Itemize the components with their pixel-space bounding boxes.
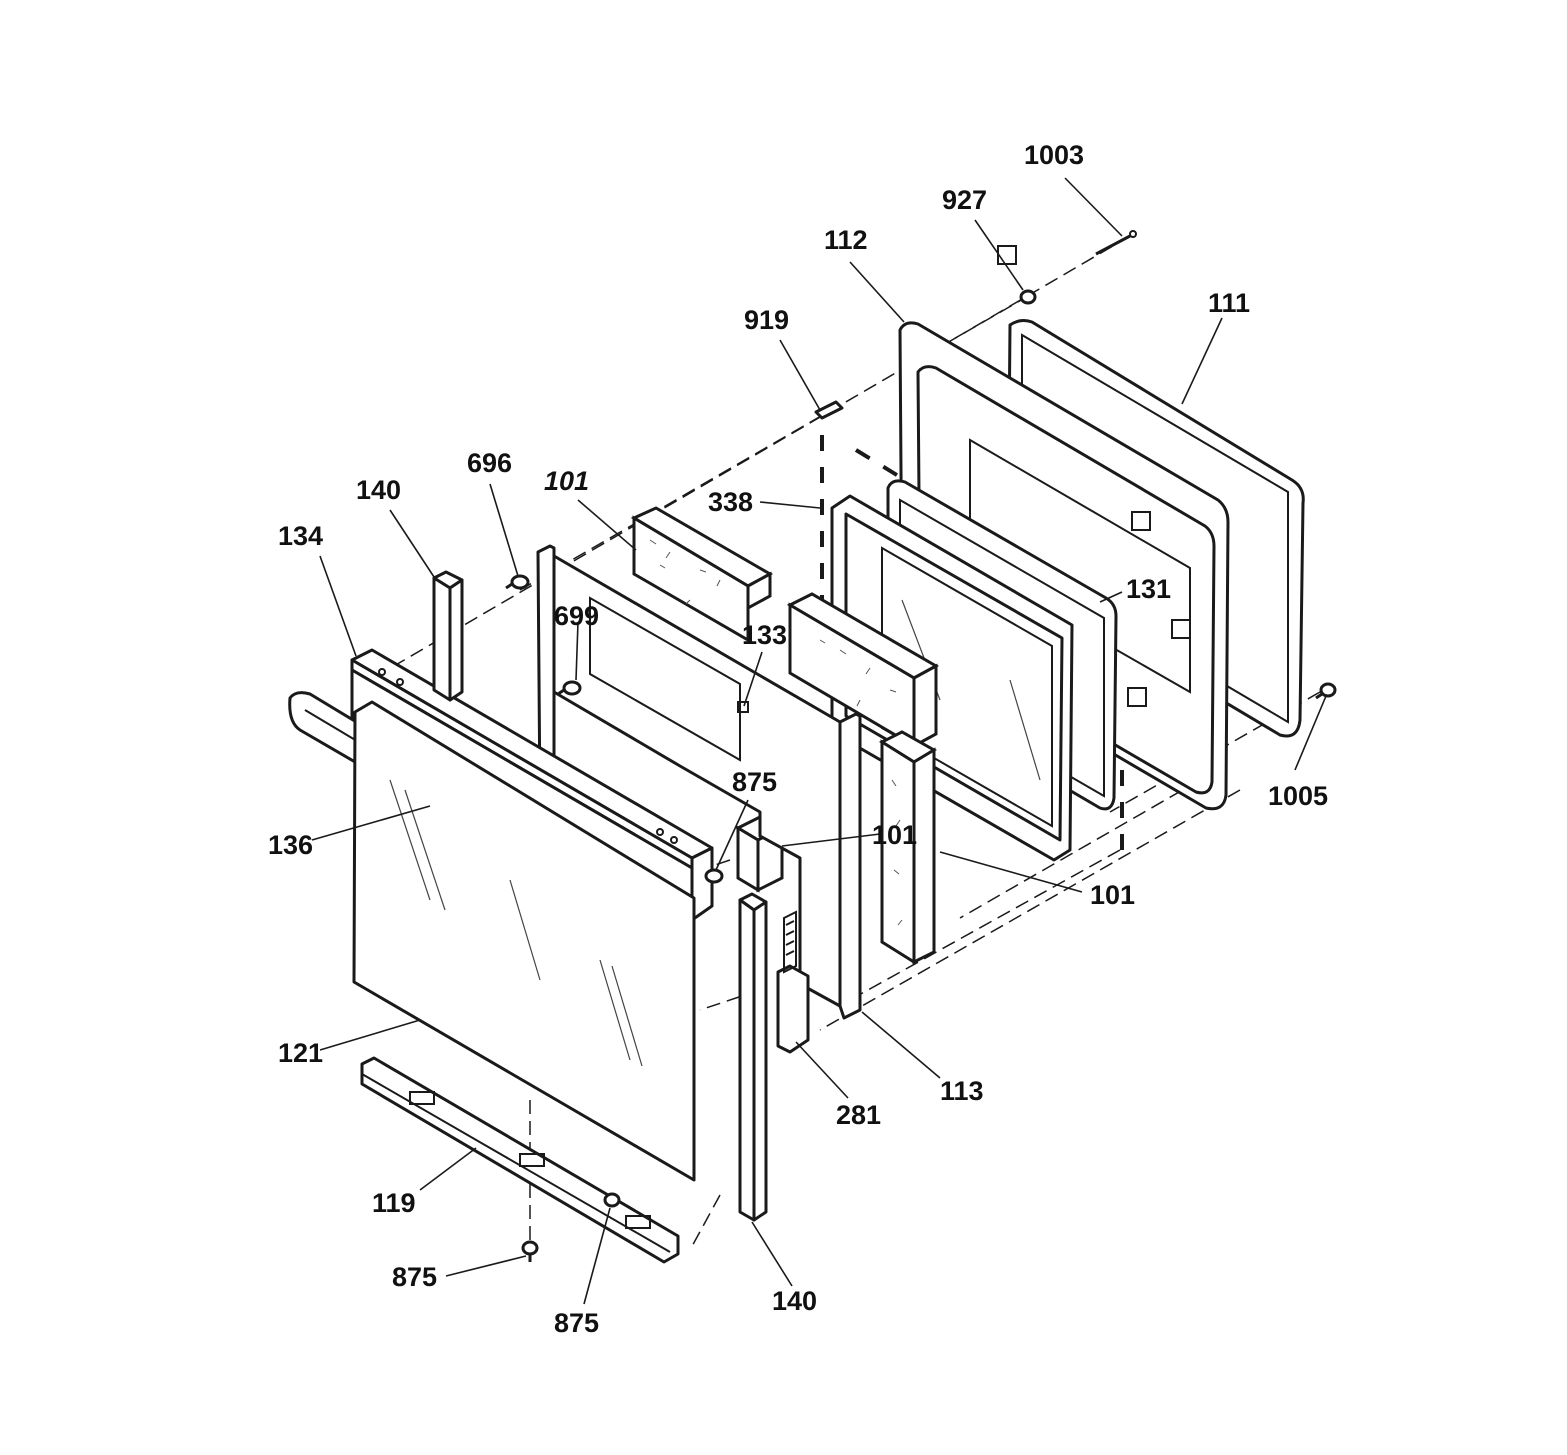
callout-119: 119 bbox=[372, 1188, 416, 1218]
callout-101-right: 101 bbox=[1090, 880, 1135, 910]
callout-1003: 1003 bbox=[1024, 140, 1084, 170]
screw-1005 bbox=[1315, 682, 1337, 700]
screw-696 bbox=[505, 574, 530, 590]
callout-875-center: 875 bbox=[732, 767, 777, 797]
callout-111: 111 bbox=[1208, 288, 1250, 318]
callout-134: 134 bbox=[278, 521, 323, 551]
callout-133: 133 bbox=[742, 620, 787, 650]
screw-699 bbox=[557, 680, 582, 696]
callout-919: 919 bbox=[744, 305, 789, 335]
insulation-101-right bbox=[878, 730, 937, 965]
callout-101-center: 101 bbox=[872, 820, 917, 850]
outer-glass-121 bbox=[352, 700, 696, 1182]
callout-140-bottom: 140 bbox=[772, 1286, 817, 1316]
callout-labels: 1003 927 112 111 919 696 101 140 338 134… bbox=[268, 140, 1328, 1338]
callout-140-top: 140 bbox=[356, 475, 401, 505]
callout-112: 112 bbox=[824, 225, 868, 255]
callout-131: 131 bbox=[1126, 574, 1171, 604]
screw-875-bottom-right bbox=[603, 1192, 621, 1208]
callout-875-bottom-left: 875 bbox=[392, 1262, 437, 1292]
callout-875-bottom-right: 875 bbox=[554, 1308, 599, 1338]
side-trim-140-right bbox=[738, 892, 768, 1222]
callout-1005: 1005 bbox=[1268, 781, 1328, 811]
screw-875-center bbox=[704, 868, 724, 884]
washer-927 bbox=[1019, 289, 1037, 305]
callout-696: 696 bbox=[467, 448, 512, 478]
callout-338: 338 bbox=[708, 487, 753, 517]
bottom-trim-119 bbox=[360, 1056, 680, 1264]
insulation-101-side-top bbox=[786, 592, 940, 749]
callout-927: 927 bbox=[942, 185, 987, 215]
door-inner-panel-113 bbox=[479, 544, 862, 1020]
callout-113: 113 bbox=[940, 1076, 984, 1106]
clip-133 bbox=[737, 701, 749, 713]
insulation-101-top bbox=[630, 506, 774, 643]
callout-699: 699 bbox=[554, 601, 599, 631]
screw-875-bottom-left bbox=[521, 1240, 539, 1262]
side-trim-140-left bbox=[432, 570, 464, 702]
hinge-281 bbox=[776, 910, 810, 1054]
callout-281: 281 bbox=[836, 1100, 881, 1130]
leader-lines bbox=[311, 177, 1327, 1305]
screw-1003 bbox=[1095, 230, 1137, 256]
callout-121: 121 bbox=[278, 1038, 323, 1068]
pin-919 bbox=[814, 400, 844, 420]
callout-101-top: 101 bbox=[544, 466, 589, 496]
callout-136: 136 bbox=[268, 830, 313, 860]
